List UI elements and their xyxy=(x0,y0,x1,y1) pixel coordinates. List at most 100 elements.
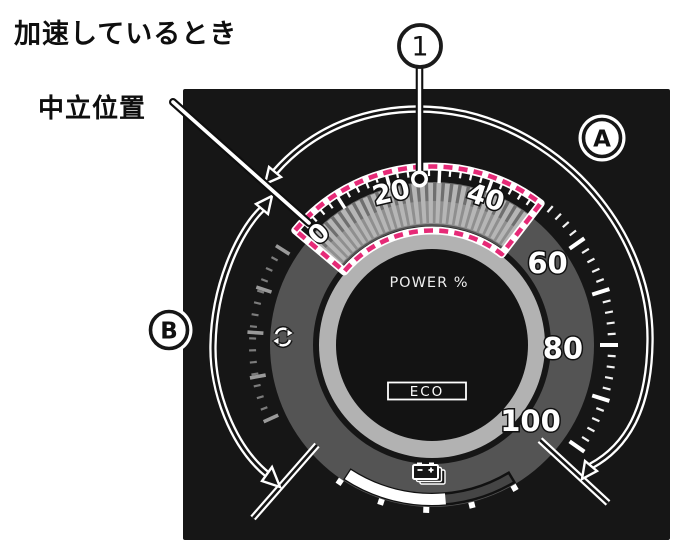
power-bar-segment xyxy=(314,229,347,261)
power-bar-segment xyxy=(370,193,390,233)
charge-minor-tick xyxy=(260,406,268,411)
power-bar-segment xyxy=(484,198,507,237)
battery-icon-body xyxy=(412,464,439,480)
battery-bar-tick xyxy=(468,501,476,509)
charge-major-tick xyxy=(255,285,273,294)
power-bar-segment xyxy=(340,208,367,245)
power-bar-segment xyxy=(347,204,372,241)
charge-minor-tick xyxy=(260,278,269,283)
arrow-a-head-top xyxy=(263,164,284,187)
charge-arrowhead xyxy=(286,328,295,338)
arrow-b-head-top xyxy=(253,193,274,217)
active-sector-bars xyxy=(309,182,529,266)
arrow-a-head-bottom xyxy=(580,458,600,482)
power-bar-segment xyxy=(327,218,356,253)
power-minor-tick xyxy=(602,386,611,391)
power-major-tick xyxy=(591,287,610,297)
charge-minor-tick xyxy=(253,301,262,305)
charge-end-marker-gap xyxy=(252,444,318,519)
eco-indicator-box xyxy=(387,381,467,401)
power-bar-segment xyxy=(362,196,384,235)
power-bar-segment xyxy=(320,223,351,257)
callout-a: A xyxy=(578,114,626,162)
power-bar-segment xyxy=(394,186,408,227)
power-minor-tick xyxy=(606,321,615,325)
charge-minor-tick xyxy=(251,372,259,376)
power-minor-tick xyxy=(586,257,595,264)
charge-major-tick xyxy=(275,244,291,256)
power-minor-tick xyxy=(604,310,614,315)
power-minor-tick xyxy=(569,229,577,237)
power-scale-ticks xyxy=(546,205,618,454)
power-bar-segment xyxy=(466,189,484,230)
power-bar-segment xyxy=(402,184,414,225)
charge-minor-tick xyxy=(253,383,261,388)
power-minor-tick xyxy=(554,212,562,221)
charge-arrowhead xyxy=(271,336,280,346)
power-minor-tick xyxy=(546,205,554,213)
range-arrow-a-gap xyxy=(273,107,652,468)
power-bar-segment xyxy=(472,192,492,232)
charge-arrows-icon xyxy=(271,325,295,349)
battery-bar-tick xyxy=(377,498,385,506)
power-minor-tick xyxy=(606,365,615,369)
neutral-leader-line xyxy=(171,100,311,225)
power-bar-segment xyxy=(333,213,361,249)
power-major-tick xyxy=(568,439,586,454)
eco-indicator-label: ECO xyxy=(410,384,445,400)
charge-major-tick xyxy=(247,330,264,336)
charge-minor-tick xyxy=(249,325,258,329)
power-bar-segment xyxy=(441,183,451,224)
power-bar-segment xyxy=(448,184,459,225)
gauge-center-disc xyxy=(336,249,528,441)
power-bar-segment xyxy=(378,190,396,230)
charge-scale-ticks xyxy=(247,244,291,424)
power-percent-label: POWER % xyxy=(389,275,468,291)
power-major-tick xyxy=(568,236,586,251)
gauge-number: 100 xyxy=(500,404,561,438)
callout-1: 1 xyxy=(397,23,443,69)
power-minor-tick xyxy=(581,436,590,443)
battery-icon xyxy=(412,462,446,485)
charge-major-tick xyxy=(262,413,279,424)
power-minor-tick xyxy=(595,278,605,283)
power-bar-segment xyxy=(495,207,522,244)
charge-minor-tick xyxy=(265,266,273,272)
gauge-number: 80 xyxy=(543,332,583,366)
callout-b: B xyxy=(145,306,193,354)
charge-minor-tick xyxy=(251,313,259,317)
charge-minor-tick xyxy=(270,256,279,262)
power-bar-segment xyxy=(419,183,427,224)
power-minor-tick xyxy=(591,416,600,423)
power-bar-segment xyxy=(501,211,529,247)
sector-major-tick xyxy=(485,179,494,194)
charge-major-tick xyxy=(249,373,267,380)
battery-charge-bar xyxy=(335,468,519,514)
callout-1-number: 1 xyxy=(411,32,428,63)
callout-b-letter: B xyxy=(160,319,178,345)
power-end-marker-gap xyxy=(539,439,609,504)
sector-major-tick xyxy=(336,195,347,210)
callout-b-circle xyxy=(148,309,190,351)
power-bar-segment xyxy=(454,185,467,226)
battery-bar-tick xyxy=(335,477,344,486)
power-bar-segment xyxy=(386,188,402,228)
power-bar-segment xyxy=(411,183,421,225)
power-minor-tick xyxy=(581,247,590,254)
power-bar-segment xyxy=(428,182,434,224)
charge-minor-tick xyxy=(256,289,265,294)
power-bar-segment xyxy=(490,202,514,240)
callout-a-circle xyxy=(581,117,623,159)
range-arrow-b-gap xyxy=(211,207,269,477)
power-minor-tick xyxy=(595,407,605,412)
battery-bar-fill xyxy=(344,469,446,506)
power-minor-tick xyxy=(586,426,595,433)
sector-major-tick xyxy=(384,174,392,189)
power-bar-segment xyxy=(354,200,378,238)
power-minor-tick xyxy=(604,375,614,380)
battery-bar-tick xyxy=(510,483,519,492)
power-minor-tick xyxy=(602,299,611,304)
